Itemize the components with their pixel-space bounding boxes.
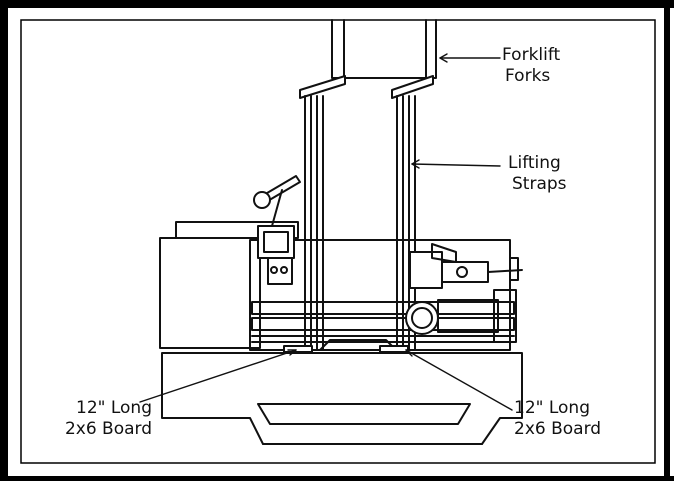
support-boards [283,345,409,353]
leader-lines [139,53,513,411]
lifting-straps-label: Lifting Straps [508,153,567,195]
board-label-right: 12" Long 2x6 Board [514,398,601,440]
lifting-straps-label-line1: Lifting [508,153,561,173]
board-label-right-line1: 12" Long [514,398,590,418]
board-label-left-line1: 12" Long [76,398,152,418]
forklift-forks [331,19,437,79]
tailstock-carriage [405,243,523,343]
control-panel [253,175,301,285]
lathe-body [159,221,515,352]
board-label-left-line2: 2x6 Board [64,419,152,439]
lifting-straps-label-line2: Straps [512,174,567,194]
forklift-forks-label-line2: Forks [505,66,551,86]
board-label-left: 12" Long 2x6 Board [40,398,152,440]
lathe-stand [161,352,523,445]
forklift-forks-label-line1: Forklift [502,45,561,65]
board-label-right-line2: 2x6 Board [514,419,602,439]
forklift-forks-label: Forklift Forks [502,45,560,87]
